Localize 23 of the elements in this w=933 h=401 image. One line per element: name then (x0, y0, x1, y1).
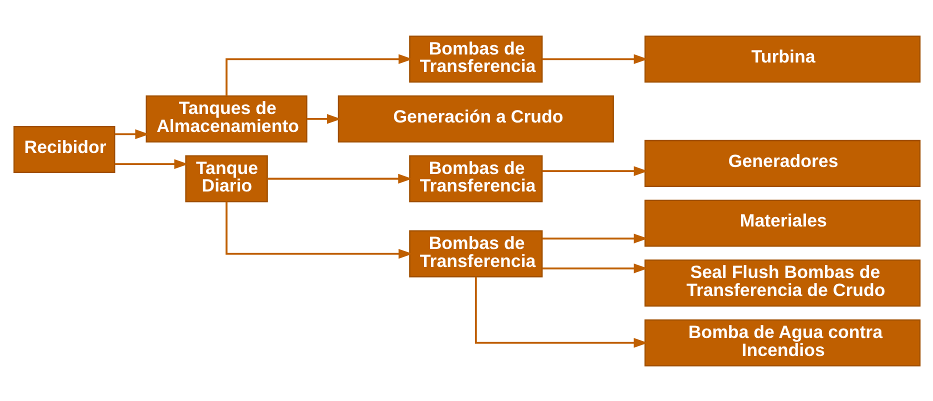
node-box: Generación a Crudo (337, 94, 614, 142)
arrow (542, 233, 648, 243)
node-box: Bombas de Transferencia (408, 35, 542, 82)
node-box: Seal Flush Bombas de Transferencia de Crudo (644, 259, 920, 306)
node-box: Bombas de Transferencia (408, 230, 542, 277)
node-box: Materiales (644, 199, 920, 246)
node-box: Turbina (644, 35, 920, 82)
arrow (474, 276, 648, 348)
arrow (114, 158, 188, 169)
arrow (114, 128, 149, 139)
arrow (267, 173, 412, 184)
arrow (306, 114, 341, 124)
arrow (225, 201, 412, 258)
node-box: Tanques de Almacenamiento (145, 94, 307, 142)
node-box: Generadores (644, 139, 920, 186)
node-box: Bomba de Agua contra Incendios (644, 318, 920, 366)
arrow (542, 263, 648, 273)
node-box: Recibidor (12, 125, 115, 172)
arrow (225, 54, 412, 96)
arrow (542, 166, 648, 176)
node-box: Tanque Diario (184, 154, 268, 202)
arrow (542, 54, 648, 64)
node-box: Bombas de Transferencia (408, 154, 542, 202)
